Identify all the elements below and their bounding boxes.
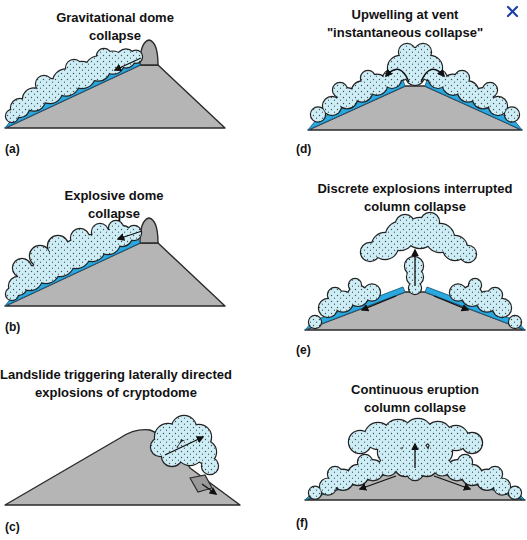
upwelling-arrow — [386, 69, 409, 82]
panel-c — [5, 416, 240, 505]
flow-arrow — [362, 296, 396, 310]
ash-cloud — [6, 49, 142, 122]
panel-d — [308, 44, 522, 130]
panel-letter: (e) — [296, 341, 311, 359]
ash-cloud — [309, 213, 521, 328]
landslide-arrow — [202, 484, 216, 494]
panel-b — [5, 218, 225, 306]
upwelling-arrow — [421, 69, 444, 82]
panel-f — [305, 419, 525, 500]
flow-arrow — [115, 58, 141, 70]
panel-title: Explosive dome collapse — [54, 187, 174, 223]
flow-arrow — [434, 296, 468, 310]
ash-cloud-outline — [6, 49, 142, 122]
flow-arrow — [434, 476, 470, 489]
ash-cloud-outline — [309, 213, 521, 328]
panel-letter: (f) — [296, 514, 308, 532]
lava-dome — [140, 218, 158, 243]
panel-title: Discrete explosions interrupted column c… — [315, 180, 515, 216]
ash-cloud — [151, 416, 218, 474]
ash-cloud — [309, 419, 521, 499]
panel-letter: (b) — [5, 318, 20, 336]
lava-dome — [140, 40, 158, 65]
flow-arrow — [360, 476, 396, 489]
blast-arrow — [165, 437, 203, 455]
flow-arrow — [118, 231, 142, 239]
panel-a — [5, 40, 225, 128]
panel-letter: (c) — [5, 518, 20, 536]
column-arrow — [414, 250, 415, 286]
close-mark-stroke — [508, 7, 517, 16]
close-mark — [508, 7, 517, 16]
column-arrow — [414, 444, 415, 468]
panel-letter: (a) — [5, 140, 20, 158]
ash-cloud-outline — [6, 221, 141, 300]
panel-letter: (d) — [296, 140, 311, 158]
panel-title: Continuous eruption column collapse — [339, 381, 491, 417]
ash-cloud — [311, 44, 519, 122]
panel-title: Upwelling at vent "instantaneous collaps… — [316, 6, 494, 42]
ash-cloud-outline — [151, 416, 218, 474]
ash-cloud-outline — [309, 419, 521, 499]
ash-cloud — [6, 221, 141, 300]
close-mark-stroke — [508, 7, 517, 16]
panel-title: Landslide triggering laterally directed … — [0, 366, 232, 402]
ash-cloud-outline — [311, 44, 519, 122]
panel-title: Gravitational dome collapse — [40, 9, 190, 45]
panel-e — [305, 213, 525, 330]
